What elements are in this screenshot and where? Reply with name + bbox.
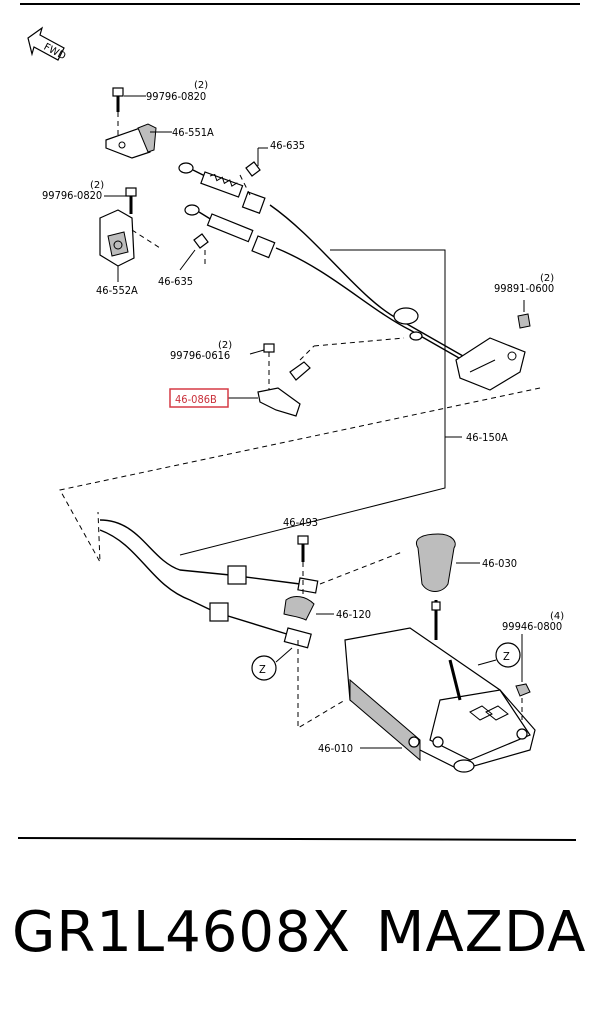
cable-end-lower (184, 204, 276, 259)
clip-46-635-a (239, 147, 268, 196)
callout-c6: 46-635 (158, 275, 193, 288)
callout-label: 99946-0800 (502, 620, 562, 633)
callout-label: 46-551A (172, 126, 214, 139)
bracket-46-551a (105, 123, 172, 159)
shift-cable-lower-run (99, 519, 319, 649)
nut-99946-0800 (515, 634, 531, 720)
brand-name: MAZDA (376, 900, 587, 965)
z-marker-left-label: Z (259, 663, 266, 676)
callout-label: 46-552A (96, 284, 138, 297)
callout-label: 46-493 (283, 516, 318, 529)
z-marker-right: Z (477, 642, 521, 668)
cable-end-upper (178, 162, 266, 214)
callout-label: 46-150A (466, 431, 508, 444)
bracket-46-086b (228, 337, 405, 417)
fwd-label: FWD (42, 42, 68, 63)
footer: GR1L4608X MAZDA (0, 890, 600, 980)
callout-c9-highlighted: 46-086B (169, 388, 229, 408)
callout-c12: 46-030 (482, 557, 517, 570)
callout-c3: 46-635 (270, 139, 305, 152)
callout-label: 99796-0820 (42, 189, 102, 202)
callout-c13: 46-120 (336, 608, 371, 621)
callout-label: 46-635 (270, 139, 305, 152)
bottom-rule (17, 837, 577, 841)
callout-qty: (2) (90, 180, 104, 191)
bolt-99796-0820-b (125, 187, 137, 214)
callout-c7: (2) 99891-0600 (494, 273, 554, 295)
callout-qty: (4) (550, 611, 564, 622)
callout-c5: 46-552A (96, 284, 138, 297)
shifter-alignment-dashed (297, 640, 346, 729)
callout-label: 99796-0616 (170, 349, 230, 362)
shifter-base-46-010 (344, 627, 536, 773)
transmission-bracket (455, 300, 531, 391)
callout-label: 46-010 (318, 742, 353, 755)
callout-label: 99796-0820 (146, 90, 206, 103)
callout-label: 46-635 (158, 275, 193, 288)
callout-label-highlighted: 46-086B (175, 393, 217, 406)
callout-label: 46-120 (336, 608, 371, 621)
callout-c11: 46-493 (283, 516, 318, 529)
z-marker-left: Z (251, 647, 293, 681)
z-marker-right-label: Z (503, 650, 510, 663)
shift-cable-upper-run (269, 204, 481, 371)
callout-c4: (2) 99796-0820 (42, 180, 126, 202)
bracket-46-552a (99, 209, 161, 282)
bolt-46-493 (297, 535, 309, 600)
shift-knob-46-030 (416, 533, 480, 640)
callout-c2: 46-551A (172, 126, 214, 139)
part-number: GR1L4608X (12, 900, 352, 965)
cable-to-shifter-dashed (319, 551, 403, 585)
callout-label: 46-030 (482, 557, 517, 570)
callout-label: 99891-0600 (494, 282, 554, 295)
bolt-99796-0616 (263, 343, 275, 390)
callout-c10: 46-150A (466, 431, 508, 444)
bushing-46-120 (283, 596, 334, 621)
callout-c14: (4) 99946-0800 (502, 611, 564, 633)
callout-qty: (2) (218, 340, 232, 351)
highlight-box (169, 388, 229, 408)
callout-c1: (2) 99796-0820 (124, 80, 208, 103)
cable-assembly-bracket-46-150a (179, 249, 462, 556)
callout-qty: (2) (540, 273, 554, 284)
callout-c8: (2) 99796-0616 (170, 340, 265, 362)
callout-c15: 46-010 (318, 742, 353, 755)
callout-qty: (2) (194, 80, 208, 91)
reference-plane-dashed (59, 387, 541, 563)
clip-46-635-b (179, 233, 209, 271)
bolt-99796-0820-a (112, 87, 124, 135)
fwd-arrow-icon: FWD (27, 26, 68, 63)
